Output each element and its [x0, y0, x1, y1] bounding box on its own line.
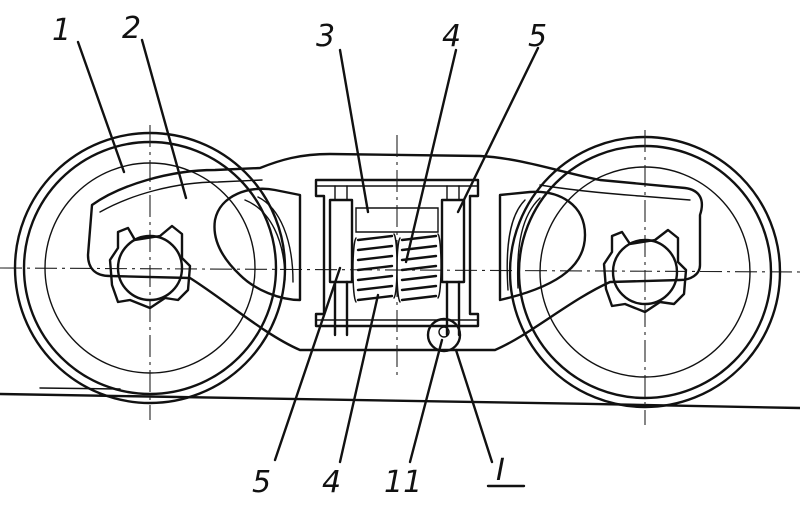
right-wheel	[508, 130, 782, 425]
rail-line	[0, 387, 800, 410]
callout-4-top: 4	[442, 19, 461, 54]
leader-lines	[76, 38, 540, 488]
side-frame	[86, 152, 704, 352]
callout-11: 11	[384, 465, 422, 500]
spring-left	[352, 233, 398, 303]
spring-right	[396, 233, 442, 303]
right-damper	[440, 185, 466, 337]
left-window	[213, 187, 302, 302]
damper-bolt	[438, 326, 450, 338]
callout-5-top: 5	[528, 19, 547, 54]
detail-circle	[426, 317, 462, 353]
callout-2: 2	[122, 11, 141, 46]
callout-3: 3	[316, 19, 335, 54]
callout-1: 1	[52, 13, 71, 48]
callout-5-bottom: 5	[252, 465, 271, 500]
left-damper	[328, 185, 354, 337]
callout-4-bottom: 4	[322, 465, 341, 500]
left-axle-box	[108, 224, 192, 310]
right-window	[498, 190, 587, 302]
axle-centerline	[0, 267, 800, 273]
callout-detail-I: I	[496, 453, 505, 488]
right-axle-box	[602, 228, 688, 314]
